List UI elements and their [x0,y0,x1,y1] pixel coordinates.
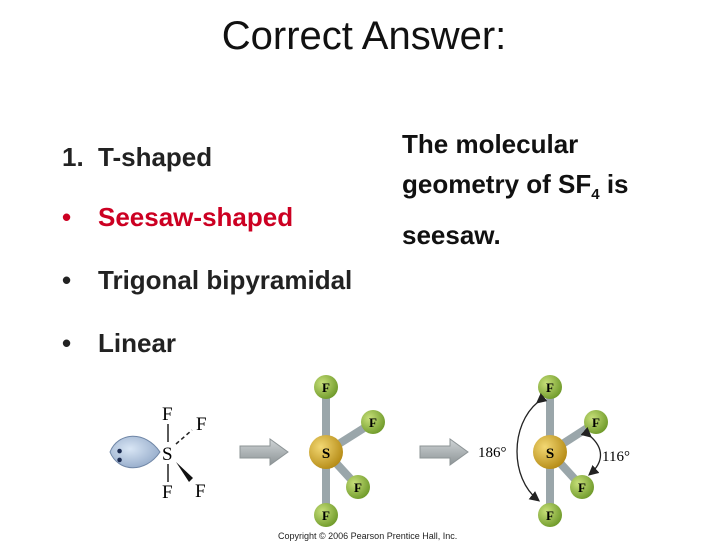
lone-pair-dots: : [115,438,124,469]
sulfur-atom [309,435,343,469]
fluorine-label: F [354,480,362,495]
fluorine-atom [314,503,338,527]
option-label: Linear [98,328,177,358]
copyright-notice: Copyright © 2006 Pearson Prentice Hall, … [278,531,458,541]
fluorine-atom [346,475,370,499]
option-t-shaped: 1. T-shaped [62,142,212,173]
fluorine-label: F [546,380,554,395]
angle-arc-186 [516,393,548,502]
lewis-bond-dashed [175,429,193,445]
lewis-fluorine-right-top: F [196,414,207,435]
option-label: Trigonal bipyramidal [98,265,353,295]
fluorine-label: F [546,508,554,523]
lewis-fluorine-top: F [162,404,173,425]
option-number: 1. [62,142,84,172]
sulfur-label: S [322,446,330,462]
arrow-2 [419,438,469,466]
lewis-fluorine-right-bottom: F [195,481,206,502]
lewis-bond-wedge [176,462,193,482]
explanation-part: geometry of SF [402,169,592,199]
fluorine-label: F [592,415,600,430]
explanation-line: seesaw. [402,220,501,251]
explanation-line: The molecular [402,129,579,159]
option-seesaw-shaped: • Seesaw-shaped [62,202,293,233]
ball-stick-model-angles: F F F F S 186° 116° [478,375,630,527]
option-bullet: • [62,202,72,232]
fluorine-atom [538,503,562,527]
fluorine-label: F [322,508,330,523]
explanation-part: is [599,169,629,199]
option-label: T-shaped [98,142,213,172]
arrow-1 [239,438,289,466]
slide-title: Correct Answer: [221,14,507,58]
sulfur-label: S [546,446,554,462]
fluorine-atom [570,475,594,499]
ball-stick-model: F F F F S [309,375,385,527]
fluorine-atom [361,410,385,434]
option-bullet: • [62,328,72,358]
fluorine-label: F [578,480,586,495]
angle-arc-116 [580,426,602,476]
fluorine-atom [538,375,562,399]
lewis-fluorine-bottom: F [162,482,173,503]
option-linear: • Linear [62,328,176,359]
angle-label-116: 116° [602,449,630,465]
explanation-line: geometry of SF4 is [402,164,629,215]
explanation-subscript: 4 [591,186,600,204]
lewis-sulfur: S [162,444,173,465]
fluorine-atom [314,375,338,399]
lewis-structure: : S F F F F [109,404,207,503]
explanation-text: The molecular geometry of SF4 is seesaw. [402,124,629,255]
fluorine-label: F [369,415,377,430]
fluorine-label: F [322,380,330,395]
option-label: Seesaw-shaped [98,202,294,232]
lone-pair-lobe [109,435,161,469]
angle-label-186: 186° [478,445,507,461]
option-trigonal-bipyramidal: • Trigonal bipyramidal [62,265,352,296]
option-bullet: • [62,265,72,295]
